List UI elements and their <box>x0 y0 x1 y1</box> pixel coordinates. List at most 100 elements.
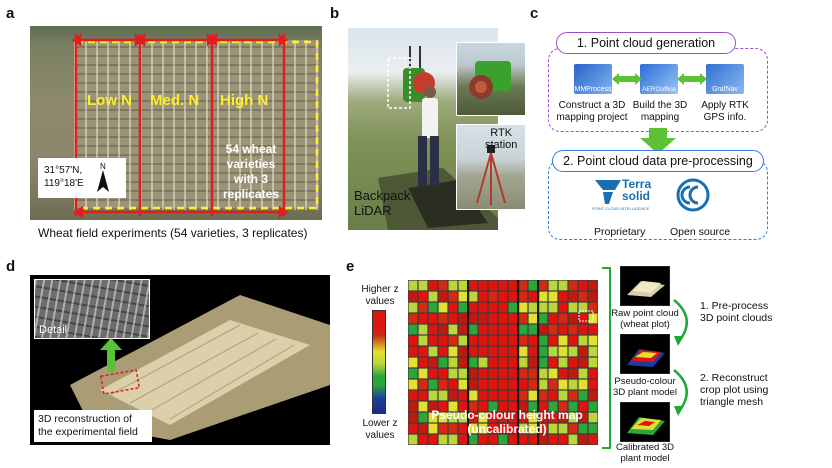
height-map-cell <box>488 379 498 390</box>
height-map-cell <box>508 423 518 434</box>
height-map-cell <box>478 379 488 390</box>
height-map-cell <box>488 280 498 291</box>
operator-figure <box>378 46 498 230</box>
height-map-cell <box>408 434 418 445</box>
height-map-cell <box>518 434 528 445</box>
height-map-cell <box>588 291 598 302</box>
height-map-cell <box>588 324 598 335</box>
height-map-cell <box>568 357 578 368</box>
height-map-cell <box>408 291 418 302</box>
height-map-cell <box>488 434 498 445</box>
height-map-cell <box>458 368 468 379</box>
zone-overlay <box>71 33 319 219</box>
height-map-cell <box>588 412 598 423</box>
height-map-cell <box>578 357 588 368</box>
field-point-cloud <box>30 275 330 445</box>
proprietary-caption: Proprietary <box>594 226 646 238</box>
height-map-cell <box>568 368 578 379</box>
height-map-cell <box>528 412 538 423</box>
height-map-cell <box>528 379 538 390</box>
step-arrows <box>673 299 688 416</box>
height-map-cell <box>578 423 588 434</box>
zone-label-low: Low N <box>87 92 132 109</box>
height-map-cell <box>438 335 448 346</box>
rtk-station-photo: RTK station <box>456 124 526 210</box>
height-map-cell <box>458 280 468 291</box>
height-map-cell <box>558 313 568 324</box>
height-map-cell <box>478 357 488 368</box>
height-map-cell <box>448 434 458 445</box>
height-map-cell <box>408 368 418 379</box>
height-map-cell <box>588 302 598 313</box>
height-map-grid <box>408 280 598 445</box>
height-map-cell <box>558 346 568 357</box>
height-map-cell <box>428 324 438 335</box>
zone-label-med: Med. N <box>150 92 200 109</box>
preprocessing-region <box>548 160 768 240</box>
height-map-cell <box>458 434 468 445</box>
height-map-cell <box>468 313 478 324</box>
height-map-cell <box>528 368 538 379</box>
height-map-cell <box>468 346 478 357</box>
height-map-cell <box>538 434 548 445</box>
height-map-cell <box>488 335 498 346</box>
height-map-cell <box>418 412 428 423</box>
height-map-cell <box>578 401 588 412</box>
height-map-cell <box>418 313 428 324</box>
height-map-gap <box>537 280 540 445</box>
height-map-cell <box>418 379 428 390</box>
point-cloud-render <box>70 295 330 440</box>
cloudcompare-logo-icon <box>676 178 710 212</box>
height-map-cell <box>458 313 468 324</box>
terrasolid-tagline: POINT CLOUD INTELLIGENCE <box>592 206 650 211</box>
height-map-cell <box>538 357 548 368</box>
double-arrow-icon-2 <box>677 73 707 85</box>
height-map-cell <box>428 368 438 379</box>
down-arrow-icon <box>640 128 676 154</box>
height-map-cell <box>528 324 538 335</box>
height-map-cell <box>508 335 518 346</box>
height-map-cell <box>438 412 448 423</box>
raw-cloud-caption: Raw point cloud (wheat plot) <box>611 308 679 330</box>
height-map-cell <box>508 434 518 445</box>
height-map-cell <box>498 423 508 434</box>
aerooffice-caption: Build the 3D mapping <box>632 100 688 123</box>
height-map-cell <box>508 280 518 291</box>
calibrated-model-thumb <box>620 402 670 442</box>
height-map-cell <box>508 324 518 335</box>
height-map-cell <box>448 335 458 346</box>
height-map-cell <box>468 379 478 390</box>
height-map-cell <box>498 412 508 423</box>
height-map-cell <box>558 401 568 412</box>
height-map-cell <box>428 313 438 324</box>
height-map-cell <box>448 368 458 379</box>
caption-a: Wheat field experiments (54 varieties, 3… <box>38 226 308 240</box>
height-map-cell <box>578 313 588 324</box>
height-map-cell <box>508 313 518 324</box>
height-map-cell <box>558 302 568 313</box>
height-map-cell <box>438 346 448 357</box>
height-map-cell <box>568 335 578 346</box>
height-map-cell <box>428 302 438 313</box>
height-map-cell <box>508 368 518 379</box>
height-colorbar <box>372 310 386 414</box>
caption-d: 3D reconstruction of the experimental fi… <box>34 410 152 442</box>
height-map-cell <box>558 434 568 445</box>
height-map-cell <box>548 357 558 368</box>
height-map-cell <box>578 412 588 423</box>
height-map-cell <box>578 280 588 291</box>
height-map-cell <box>448 390 458 401</box>
height-map-cell <box>568 324 578 335</box>
height-map-cell <box>528 390 538 401</box>
height-map-cell <box>568 280 578 291</box>
height-map-cell <box>578 379 588 390</box>
height-map-cell <box>538 423 548 434</box>
height-map-cell <box>468 335 478 346</box>
height-map-cell <box>588 401 598 412</box>
height-map-cell <box>438 434 448 445</box>
detail-inset: Detail <box>34 279 150 339</box>
height-map-cell <box>448 324 458 335</box>
grafnav-caption: Apply RTK GPS info. <box>701 100 749 123</box>
height-map-cell <box>568 302 578 313</box>
height-map-cell <box>578 434 588 445</box>
